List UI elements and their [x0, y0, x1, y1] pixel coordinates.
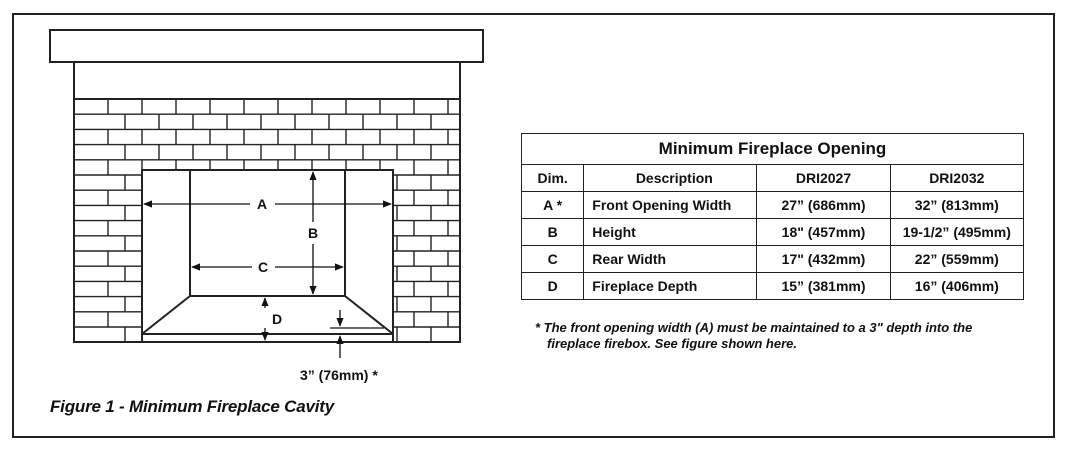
- footnote: * The front opening width (A) must be ma…: [535, 320, 1015, 352]
- footnote-line-1: * The front opening width (A) must be ma…: [535, 320, 973, 335]
- header-model-1: DRI2027: [756, 164, 891, 192]
- cell-description: Height: [583, 218, 758, 246]
- footnote-line-2: fireplace firebox. See figure shown here…: [547, 336, 797, 351]
- cell-model-1: 17" (432mm): [756, 245, 891, 273]
- cell-model-1: 27” (686mm): [756, 191, 891, 219]
- dimension-b-label: B: [308, 225, 318, 241]
- cell-dim: B: [520, 218, 585, 246]
- cell-description: Front Opening Width: [583, 191, 758, 219]
- figure-caption: Figure 1 - Minimum Fireplace Cavity: [50, 397, 334, 416]
- chimney-breast: [73, 61, 461, 100]
- cell-dim: A *: [520, 191, 585, 219]
- cell-model-2: 32” (813mm): [889, 191, 1025, 219]
- table-row: A * Front Opening Width 27” (686mm) 32” …: [520, 191, 1025, 219]
- firebox-rear-wall: [189, 169, 346, 297]
- cell-model-1: 18" (457mm): [756, 218, 891, 246]
- firebox-right-hearth-edge: [344, 295, 394, 335]
- dimension-c-label: C: [258, 259, 268, 275]
- firebox-left-hearth-edge: [141, 295, 191, 335]
- table-header-row: Dim. Description DRI2027 DRI2032: [520, 164, 1025, 192]
- cell-description: Fireplace Depth: [583, 272, 758, 300]
- table-title: Minimum Fireplace Opening: [521, 133, 1024, 165]
- cell-description: Rear Width: [583, 245, 758, 273]
- header-model-2: DRI2032: [889, 164, 1025, 192]
- table-row: B Height 18" (457mm) 19-1/2” (495mm): [520, 218, 1025, 246]
- table-title-row: Minimum Fireplace Opening: [521, 133, 1024, 165]
- cell-dim: C: [520, 245, 585, 273]
- cell-model-2: 22” (559mm): [889, 245, 1025, 273]
- mantel-shelf: [49, 29, 484, 63]
- cell-model-1: 15” (381mm): [756, 272, 891, 300]
- dimension-a-label: A: [257, 196, 267, 212]
- cell-dim: D: [520, 272, 585, 300]
- table-row: D Fireplace Depth 15” (381mm) 16” (406mm…: [520, 272, 1025, 300]
- figure-frame: [12, 13, 1055, 438]
- table-row: C Rear Width 17" (432mm) 22” (559mm): [520, 245, 1025, 273]
- header-description: Description: [583, 164, 758, 192]
- depth-note: 3” (76mm) *: [300, 367, 378, 383]
- dimension-d-label: D: [272, 311, 282, 327]
- minimum-opening-table: Minimum Fireplace Opening Dim. Descripti…: [520, 133, 1025, 300]
- header-dim: Dim.: [520, 164, 585, 192]
- cell-model-2: 16” (406mm): [889, 272, 1025, 300]
- cell-model-2: 19-1/2” (495mm): [889, 218, 1025, 246]
